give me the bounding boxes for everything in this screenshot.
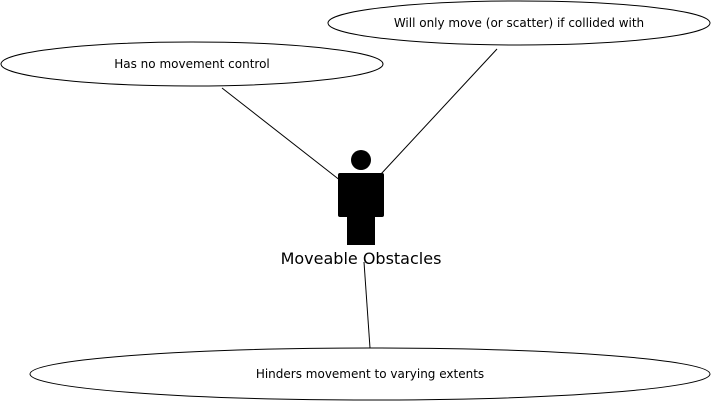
- actor-legs: [347, 215, 375, 245]
- bubble-top-label: Will only move (or scatter) if collided …: [394, 16, 644, 30]
- bubble-top: Will only move (or scatter) if collided …: [327, 0, 711, 46]
- connector-left: [221, 87, 342, 182]
- actor-label: Moveable Obstacles: [281, 249, 442, 268]
- bubble-left: Has no movement control: [0, 41, 384, 87]
- actor-body: [338, 173, 384, 217]
- actor-figure: [338, 150, 384, 245]
- bubble-top-shape: [327, 0, 711, 46]
- bubble-bottom-shape: [29, 347, 711, 401]
- connector-top: [380, 48, 498, 175]
- bubble-left-label: Has no movement control: [114, 57, 270, 71]
- bubble-left-shape: [0, 41, 384, 87]
- bubble-bottom: Hinders movement to varying extents: [29, 347, 711, 401]
- connector-bottom: [363, 261, 371, 349]
- bubble-bottom-label: Hinders movement to varying extents: [256, 367, 484, 381]
- actor-head: [351, 150, 371, 170]
